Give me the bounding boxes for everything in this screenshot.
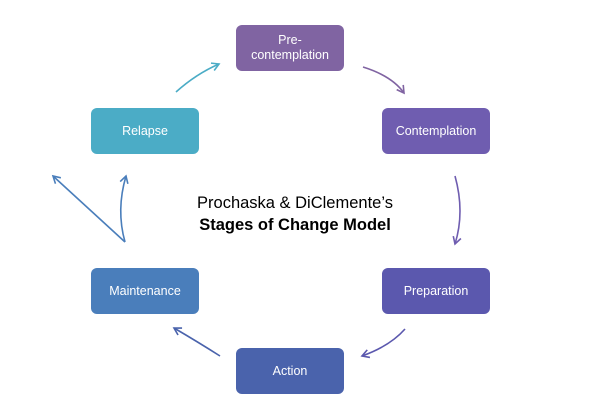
- model-title-name: Stages of Change Model: [199, 216, 391, 234]
- stage-label: Contemplation: [395, 123, 477, 138]
- arrow-maintenance-to-relapse-outer: [51, 174, 126, 243]
- stage-relapse: Relapse: [91, 108, 199, 154]
- arrow-maintenance-to-relapse-inner: [119, 174, 129, 243]
- stage-action: Action: [236, 348, 344, 394]
- stage-label: Maintenance: [109, 283, 181, 298]
- stage-maintenance: Maintenance: [91, 268, 199, 314]
- stage-label: Relapse: [122, 123, 168, 138]
- stage-label: Action: [272, 363, 308, 378]
- arrow-precontemplation-to-contemplation: [362, 66, 405, 95]
- stage-contemplation: Contemplation: [382, 108, 490, 154]
- arrow-contemplation-to-preparation: [452, 175, 462, 246]
- arrow-action-to-maintenance: [172, 327, 221, 357]
- stage-precontemplation: Pre- contemplation: [236, 25, 344, 71]
- stage-preparation: Preparation: [382, 268, 490, 314]
- arrow-relapse-to-precontemplation: [175, 62, 221, 93]
- stage-label: Pre- contemplation: [251, 33, 329, 62]
- arrow-preparation-to-action: [360, 328, 406, 359]
- stage-label: Preparation: [403, 283, 469, 298]
- model-title: Prochaska & DiClemente’s Stages of Chang…: [160, 192, 430, 236]
- model-title-authors: Prochaska & DiClemente’s: [197, 194, 393, 212]
